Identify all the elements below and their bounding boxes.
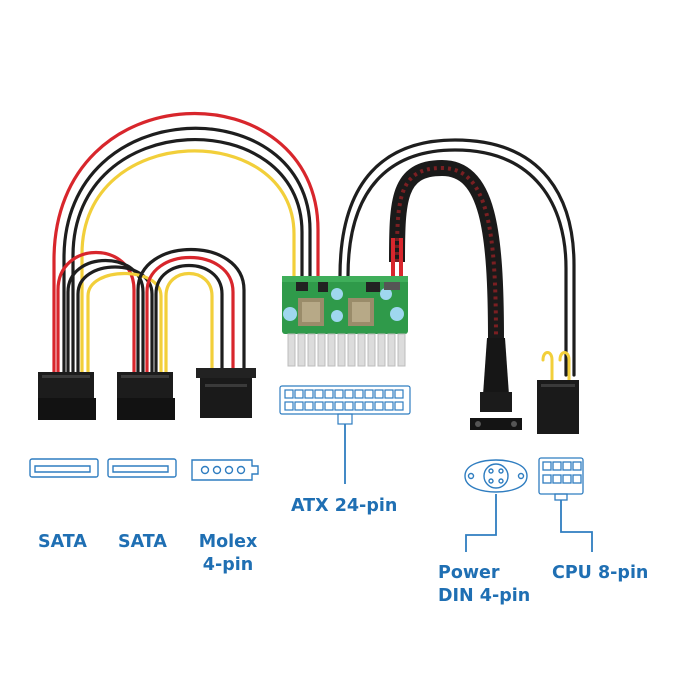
cpu-leader-line [560, 500, 593, 552]
din-connector [470, 338, 522, 430]
loop-wire-yellow-1 [86, 271, 163, 374]
power-din-icon [464, 459, 528, 493]
arch-wire-black-1 [62, 126, 312, 374]
loop-wire-black-3 [136, 248, 246, 374]
loop-wire-black-1 [66, 259, 145, 374]
sata-port-icon-2 [107, 458, 177, 478]
loop-wire-red-1 [56, 250, 136, 374]
loop-wire-black-4 [154, 263, 224, 374]
cpu-wire-black-1 [338, 138, 576, 377]
cpu-wire-yellow-1 [541, 351, 554, 382]
arch-wire-yellow [80, 149, 296, 374]
molex-label-line1: Molex [198, 532, 258, 552]
molex-label: Molex 4-pin [196, 531, 260, 577]
power-din-label-line2: DIN 4-pin [438, 586, 531, 606]
sata-connector-2 [117, 372, 175, 420]
capacitor-3 [331, 310, 343, 322]
loop-wire-red-2 [145, 255, 235, 374]
capacitor-1 [283, 307, 297, 321]
cpu-8pin-icon [538, 457, 584, 501]
sleeve-red-stripe [395, 165, 498, 341]
cpu-cable [338, 138, 576, 382]
pcb-board [282, 276, 408, 367]
arch-wire-red [52, 111, 320, 374]
molex-label-line2: 4-pin [202, 555, 254, 575]
sata-port-icon-1 [29, 458, 99, 478]
cpu-label: CPU 8-pin [552, 563, 649, 583]
sata-label-1: SATA [38, 532, 87, 552]
capacitor-2 [331, 288, 343, 300]
atx-label: ATX 24-pin [291, 496, 398, 516]
molex-port-icon [191, 459, 259, 481]
capacitor-4 [380, 288, 392, 300]
sata-connector-1 [38, 372, 96, 420]
arch-wire-black-2 [71, 137, 304, 374]
din-cable [389, 159, 504, 341]
atx-24pin-icon [279, 385, 411, 425]
cpu-8pin-connector [537, 380, 579, 434]
sata-molex-cable [52, 111, 320, 374]
loop-wire-black-2 [76, 265, 154, 374]
loop-wire-yellow-2 [164, 272, 214, 374]
molex-connector [196, 368, 256, 418]
power-din-label-line1: Power [438, 563, 500, 583]
braided-sleeve [389, 159, 504, 341]
capacitor-5 [390, 307, 404, 321]
sata-label-2: SATA [118, 532, 167, 552]
cpu-wire-black-2 [346, 148, 568, 377]
power-din-leader-line [465, 494, 497, 552]
power-din-label: Power DIN 4-pin [438, 562, 530, 608]
cpu-wire-yellow-2 [558, 351, 571, 382]
